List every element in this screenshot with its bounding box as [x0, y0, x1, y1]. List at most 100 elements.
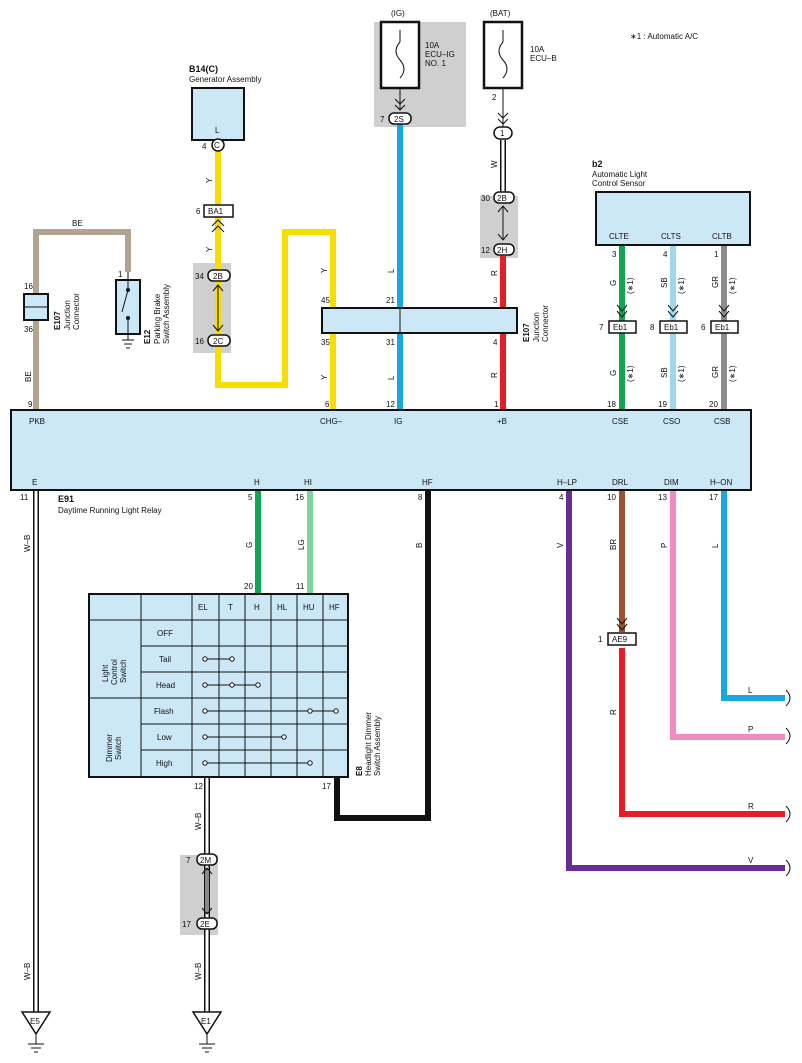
wire-label-gr1: GR: [711, 276, 720, 288]
relay-box: [10, 409, 752, 491]
relay-pin-pkb: PKB: [29, 417, 45, 426]
wire-label-wb1: W–B: [23, 535, 32, 552]
wire-label-be-left: BE: [24, 371, 33, 382]
generator-name: Generator Assembly: [189, 75, 261, 84]
pin-s1: 1: [714, 250, 719, 259]
wire-label-star1b: (∗1): [677, 277, 686, 294]
connector-1: [493, 126, 513, 140]
connector-c: [211, 138, 225, 152]
relay-pin-csb: CSB: [714, 417, 730, 426]
sensor-code: b2: [592, 159, 603, 169]
wire-label-l1: L: [387, 268, 396, 273]
wire-label-star1e: (∗1): [677, 365, 686, 382]
wire-label-y1: Y: [205, 177, 214, 183]
hd-code: E8: [355, 766, 364, 776]
wire-label-r3: R: [609, 709, 618, 715]
row-head: Head: [156, 681, 175, 690]
bat-fuse-line2: ECU–B: [530, 54, 557, 63]
ig-fuse-line1: 10A: [425, 41, 440, 50]
col-h: H: [254, 603, 260, 612]
connector-ba1: [203, 204, 234, 218]
group-light-2: Control: [110, 659, 119, 685]
splice-arrows-ground: [201, 867, 213, 915]
relay-bottom-pins: E 11 H 5 HI 16 HF 8 H–LP 4 DRL 10 DIM 13…: [20, 478, 732, 502]
relay-pin-chg: CHG–: [320, 417, 343, 426]
note-auto-ac: ∗1 : Automatic A/C: [630, 32, 698, 41]
sensor-pin-cltb: CLTB: [712, 232, 732, 241]
pin-16-2c: 16: [195, 337, 204, 346]
relay-pin-num-16: 16: [295, 493, 304, 502]
wire-label-l2: L: [387, 375, 396, 380]
pin-jc-16: 16: [24, 282, 33, 291]
col-hu: HU: [303, 603, 315, 612]
jc-center-code: E107: [522, 323, 531, 342]
relay-pin-num-19: 19: [658, 400, 667, 409]
connector-2e-label: 2E: [200, 920, 210, 929]
wire-label-star1c: (∗1): [728, 277, 737, 294]
connector-2m-label: 2M: [200, 856, 211, 865]
generator-pin: L: [215, 126, 220, 135]
wire-v: [566, 490, 785, 871]
relay-pin-num-1: 1: [494, 400, 499, 409]
relay-pin-num-20: 20: [709, 400, 718, 409]
relay-pin-num-8: 8: [418, 493, 423, 502]
connector-2c: [207, 334, 231, 347]
relay-pin-num-4: 4: [559, 493, 564, 502]
wire-r-drl: [619, 648, 785, 817]
pin-eb-8: 8: [650, 323, 655, 332]
switch-continuity-marks: [202, 656, 339, 766]
ig-fuse-line3: NO. 1: [425, 59, 446, 68]
relay-pin-e: E: [32, 478, 37, 487]
wire-y: [215, 150, 336, 410]
connector-1-label: 1: [500, 129, 505, 138]
pin-jc-36: 36: [24, 325, 33, 334]
wire-label-b: B: [415, 543, 424, 548]
wire-b-hf: [334, 490, 431, 821]
eb1-a-label: Eb1: [613, 323, 628, 332]
wire-label-star1d: (∗1): [626, 365, 635, 382]
ae9-chevrons: [616, 617, 628, 631]
wire-label-sb2: SB: [660, 367, 669, 378]
wire-p: [670, 490, 785, 740]
wire-label-wb2: W–B: [23, 963, 32, 980]
sensor-name-1: Automatic Light: [592, 170, 648, 179]
col-el: EL: [198, 603, 208, 612]
relay-pin-num-6: 6: [325, 400, 330, 409]
connector-ae9-label: AE9: [612, 635, 628, 644]
row-flash: Flash: [154, 707, 174, 716]
wire-label-lg: LG: [297, 539, 306, 550]
connector-2m: [196, 853, 218, 866]
exit-tails: [785, 689, 791, 877]
relay-pin-drl: DRL: [612, 478, 629, 487]
connector-2h-label: 2H: [497, 246, 507, 255]
exit-label-v: V: [748, 856, 754, 865]
relay-pin-dim: DIM: [664, 478, 679, 487]
wire-label-wb4: W–B: [194, 963, 203, 980]
connector-2b-bat: [493, 191, 515, 204]
connector-2b-bat-label: 2B: [497, 194, 507, 203]
pin-ba1-6: 6: [196, 207, 201, 216]
ig-fuse-line2: ECU–IG: [425, 50, 455, 59]
connector-c-label: C: [214, 141, 220, 150]
jc-left-name-1: Junction: [63, 300, 72, 330]
ground-e5: [20, 1011, 52, 1053]
connector-ae9: [607, 632, 637, 646]
wire-label-wb3: W–B: [194, 813, 203, 830]
relay-pin-h-lp: H–LP: [557, 478, 577, 487]
connector-2b-gen: [207, 269, 231, 282]
jc-center-name-1: Junction: [532, 312, 541, 342]
ground-e5-label: E5: [30, 1017, 40, 1026]
wire-label-g2: G: [609, 370, 618, 376]
relay-pin-hf: HF: [422, 478, 433, 487]
pin-s3: 3: [612, 250, 617, 259]
wire-label-y3: Y: [320, 267, 329, 273]
splice-arrows-bat: [497, 205, 509, 241]
pin-jc-45: 45: [321, 296, 330, 305]
relay-pin-num-5: 5: [248, 493, 253, 502]
wire-label-w: W: [490, 160, 499, 168]
wire-label-gr2: GR: [711, 366, 720, 378]
pin-12-2h: 12: [481, 246, 490, 255]
exit-label-p: P: [748, 725, 753, 734]
jc-left-code: E107: [53, 311, 62, 330]
pin-eb-7: 7: [599, 323, 604, 332]
